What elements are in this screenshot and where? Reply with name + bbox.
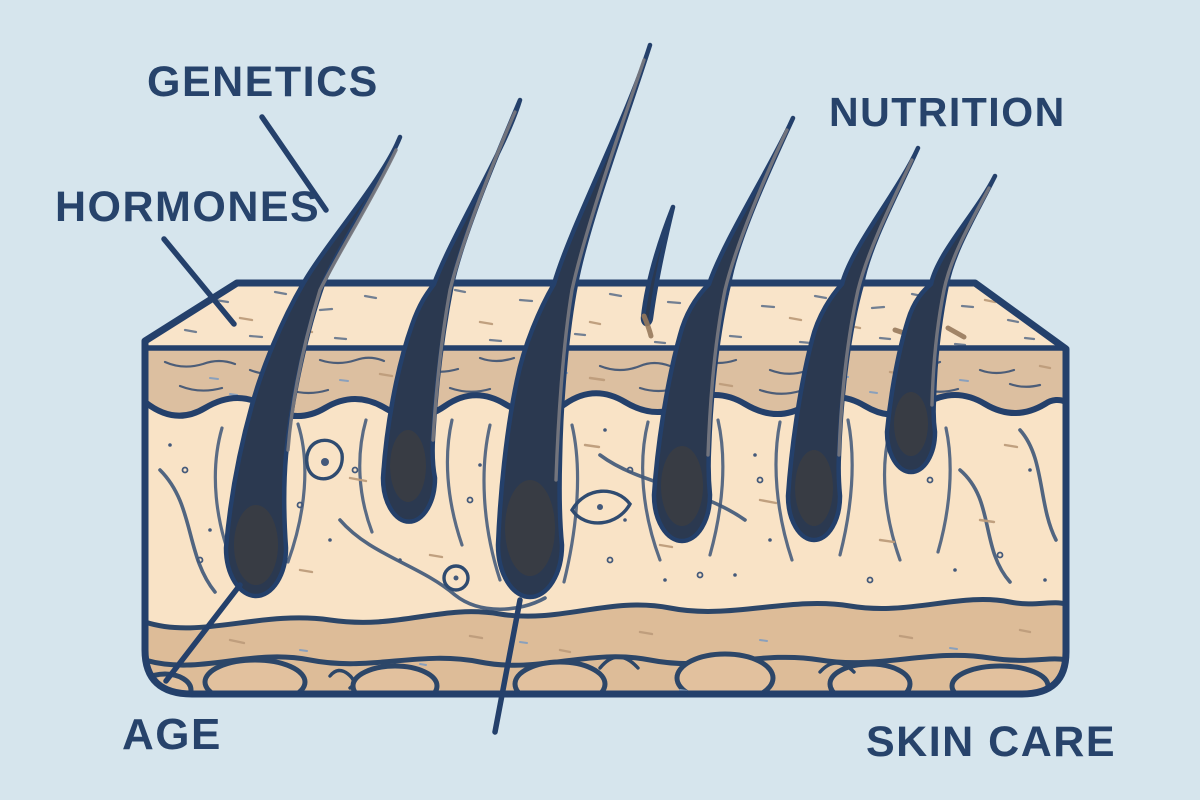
fat-cell <box>674 651 776 694</box>
fat-cell <box>512 659 608 694</box>
hair-stub-shadow <box>641 313 654 339</box>
label-age: AGE <box>122 710 222 759</box>
hair-stub <box>640 204 676 339</box>
dermis-hypodermis-boundary <box>145 597 1066 631</box>
hair-follicle-4 <box>651 115 796 544</box>
dermis-eye-shape <box>569 489 633 525</box>
fat-cell <box>827 661 913 694</box>
hair-follicle-5 <box>785 145 921 543</box>
hair-follicles-group <box>223 42 998 600</box>
hair-follicle-1 <box>223 134 403 599</box>
hair-follicle-2 <box>380 97 523 524</box>
dermis-cell-circle <box>442 564 470 592</box>
hormones-leader-line <box>161 236 237 327</box>
age-leader-line <box>163 582 243 684</box>
hair-follicle-6 <box>884 173 998 475</box>
epidermis-dermis-boundary <box>145 390 1066 420</box>
dermis-cell-blob <box>305 438 344 481</box>
label-genetics: GENETICS <box>147 58 379 106</box>
label-skin-care: SKIN CARE <box>866 718 1117 766</box>
label-nutrition: NUTRITION <box>829 89 1066 135</box>
genetics-leader-line <box>259 114 329 213</box>
skin-block-outline <box>141 279 1070 698</box>
label-hormones: HORMONES <box>55 183 321 231</box>
hair-follicle-3 <box>495 42 653 600</box>
center-leader-line <box>492 597 523 735</box>
